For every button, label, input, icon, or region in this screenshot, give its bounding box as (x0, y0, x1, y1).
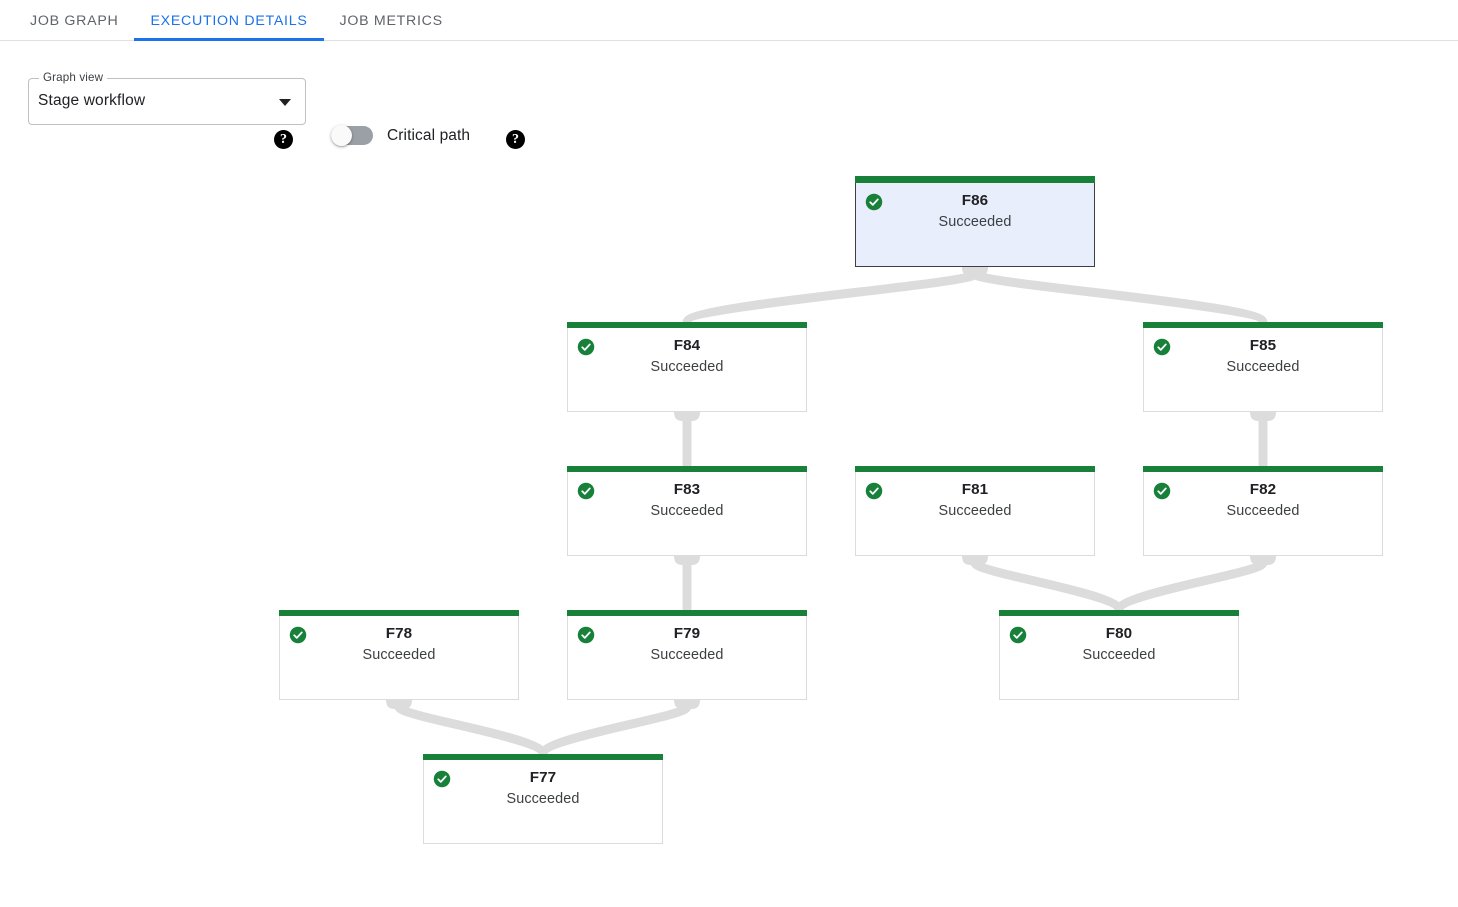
node-status-label: Succeeded (650, 359, 724, 375)
check-circle-icon (577, 626, 595, 644)
node-title: F77 (529, 769, 557, 786)
critical-path-toggle[interactable]: Critical path (331, 125, 471, 146)
graph-edge (394, 702, 548, 759)
tab-job-graph-label: JOB GRAPH (30, 12, 119, 29)
node-status-bar (423, 754, 663, 760)
node-status-label: Succeeded (1226, 359, 1300, 375)
edge-source-flare (962, 267, 988, 276)
node-status-bar (567, 466, 807, 472)
graph-toolbar: Graph view Stage workflow ? Critical pat… (0, 41, 1458, 149)
check-circle-icon (577, 482, 595, 500)
edge-source-flare (1250, 556, 1276, 565)
node-status-bar (1143, 466, 1383, 472)
check-circle-icon (1153, 482, 1171, 500)
check-circle-icon (865, 482, 883, 500)
node-status-label: Succeeded (938, 214, 1012, 230)
check-circle-icon (577, 338, 595, 356)
graph-edge (538, 702, 692, 759)
node-title: F78 (385, 625, 413, 642)
edge-source-flare (674, 556, 700, 565)
graph-edge (970, 269, 1268, 327)
chevron-down-icon[interactable] (279, 99, 291, 106)
tab-execution-details-label: EXECUTION DETAILS (150, 12, 308, 29)
node-title: F79 (673, 625, 701, 642)
node-title: F86 (961, 192, 989, 209)
tab-execution-details[interactable]: EXECUTION DETAILS (134, 0, 324, 41)
graph-edge (682, 269, 980, 327)
check-circle-icon (1009, 626, 1027, 644)
tab-list: JOB GRAPH EXECUTION DETAILS JOB METRICS (0, 0, 1458, 41)
node-status-label: Succeeded (1082, 647, 1156, 663)
node-title: F80 (1105, 625, 1133, 642)
node-status-label: Succeeded (938, 503, 1012, 519)
check-circle-icon (1153, 338, 1171, 356)
graph-edge (970, 558, 1124, 615)
tab-job-metrics-label: JOB METRICS (339, 12, 443, 29)
graph-view-help-icon[interactable]: ? (274, 130, 293, 149)
node-title: F82 (1249, 481, 1277, 498)
tab-bar: JOB GRAPH EXECUTION DETAILS JOB METRICS (0, 0, 1458, 41)
node-status-label: Succeeded (650, 503, 724, 519)
node-status-bar (567, 322, 807, 328)
node-title: F84 (673, 337, 701, 354)
graph-view-value: Stage workflow (38, 92, 146, 109)
edge-source-flare (674, 412, 700, 421)
check-circle-icon (433, 770, 451, 788)
node-status-bar (855, 176, 1095, 183)
node-status-label: Succeeded (650, 647, 724, 663)
node-status-label: Succeeded (362, 647, 436, 663)
edge-source-flare (1250, 412, 1276, 421)
critical-path-toggle-knob[interactable] (331, 125, 352, 146)
tab-job-metrics[interactable]: JOB METRICS (324, 0, 459, 41)
graph-edge (1114, 558, 1268, 615)
critical-path-toggle-track[interactable] (331, 125, 373, 146)
check-circle-icon (289, 626, 307, 644)
edge-source-flare (962, 556, 988, 565)
node-status-label: Succeeded (506, 791, 580, 807)
tab-job-graph[interactable]: JOB GRAPH (14, 0, 134, 41)
node-status-bar (855, 466, 1095, 472)
edge-source-flare (962, 267, 988, 276)
node-status-label: Succeeded (1226, 503, 1300, 519)
edge-source-flare (386, 700, 412, 709)
node-title: F81 (961, 481, 989, 498)
critical-path-help-icon[interactable]: ? (506, 130, 525, 149)
edge-source-flare (674, 700, 700, 709)
node-status-bar (567, 610, 807, 616)
graph-view-select[interactable]: Graph view Stage workflow (28, 71, 306, 125)
node-status-bar (279, 610, 519, 616)
node-title: F83 (673, 481, 701, 498)
node-title: F85 (1249, 337, 1277, 354)
node-status-bar (1143, 322, 1383, 328)
node-status-bar (999, 610, 1239, 616)
graph-view-label: Graph view (39, 71, 108, 84)
critical-path-label: Critical path (387, 126, 471, 144)
check-circle-icon (865, 193, 883, 211)
